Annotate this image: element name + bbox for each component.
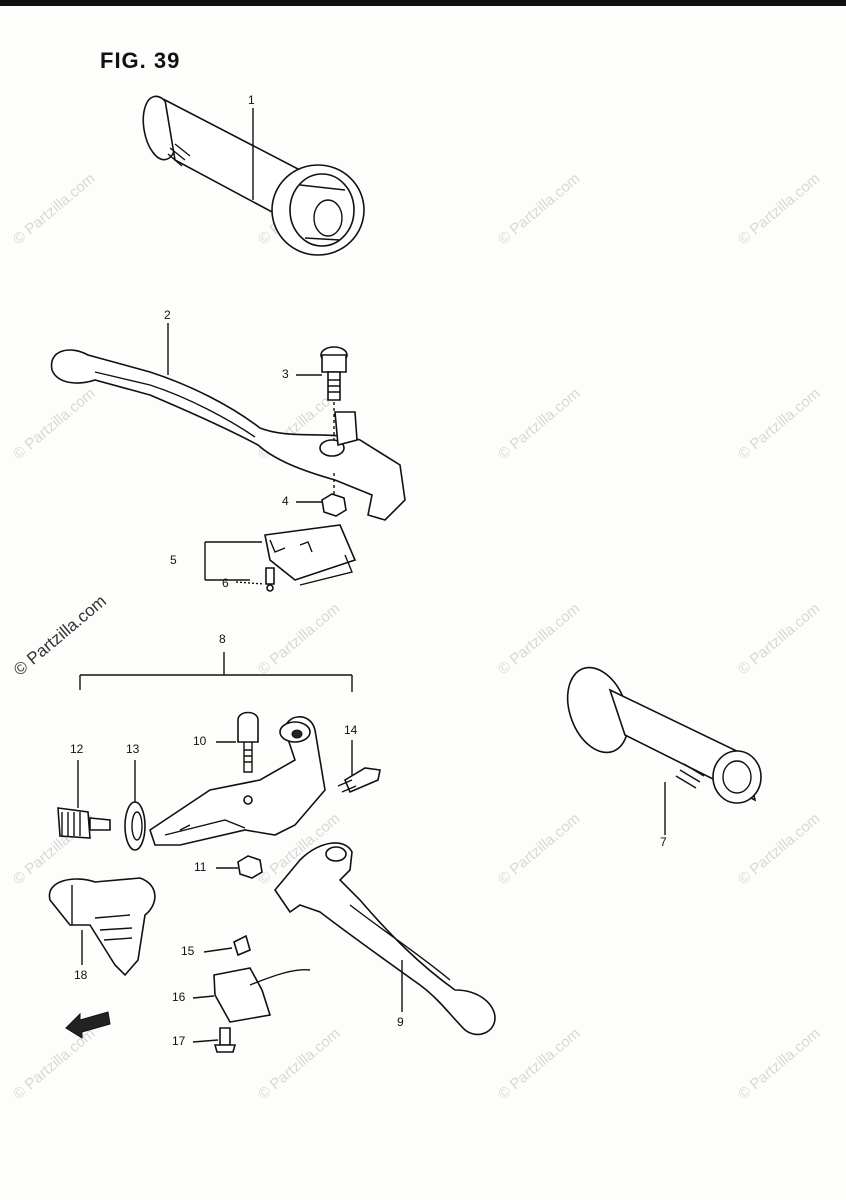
part-left-grip [566,666,762,804]
part-lever-cover [48,877,156,977]
part-screw-17 [213,1027,237,1053]
callout-11: 11 [194,860,207,874]
leader-bracket-8 [79,652,353,692]
part-brake-switch [264,524,357,592]
callout-14: 14 [344,723,358,737]
leader-bracket-5 [204,541,262,581]
callout-1: 1 [248,93,255,107]
callout-12: 12 [70,742,84,756]
leader-15 [203,947,233,953]
callout-5: 5 [170,553,177,567]
part-nut [321,470,347,517]
part-nut-11 [237,855,263,879]
callout-8: 8 [219,632,226,646]
part-locknut-13 [124,801,146,851]
part-screw-10 [237,711,259,773]
leader-6 [235,581,265,585]
part-brake-lever [50,349,406,521]
part-pivot-bolt [320,346,348,440]
callout-2: 2 [164,308,171,322]
callout-6: 6 [222,576,229,590]
callout-4: 4 [282,494,289,508]
part-clutch-bracket [149,716,326,846]
callout-18: 18 [74,968,88,982]
part-switch-16 [213,967,311,1023]
part-clutch-lever [273,842,496,1036]
leader-16 [192,995,215,999]
part-switch-15 [233,934,251,957]
callout-3: 3 [282,367,289,381]
part-adjuster-12 [57,807,111,839]
callout-17: 17 [172,1034,186,1048]
leader-17 [192,1039,219,1043]
part-throttle-grip [142,95,365,256]
callout-15: 15 [181,944,195,958]
figure-title: FIG. 39 [100,48,181,73]
top-border-rule [0,0,846,6]
part-bolt-14 [337,767,381,794]
callout-16: 16 [172,990,186,1004]
forward-arrow-icon [65,1011,111,1039]
callout-10: 10 [193,734,207,748]
callout-13: 13 [126,742,140,756]
callout-7: 7 [660,835,667,849]
callout-9: 9 [397,1015,404,1029]
